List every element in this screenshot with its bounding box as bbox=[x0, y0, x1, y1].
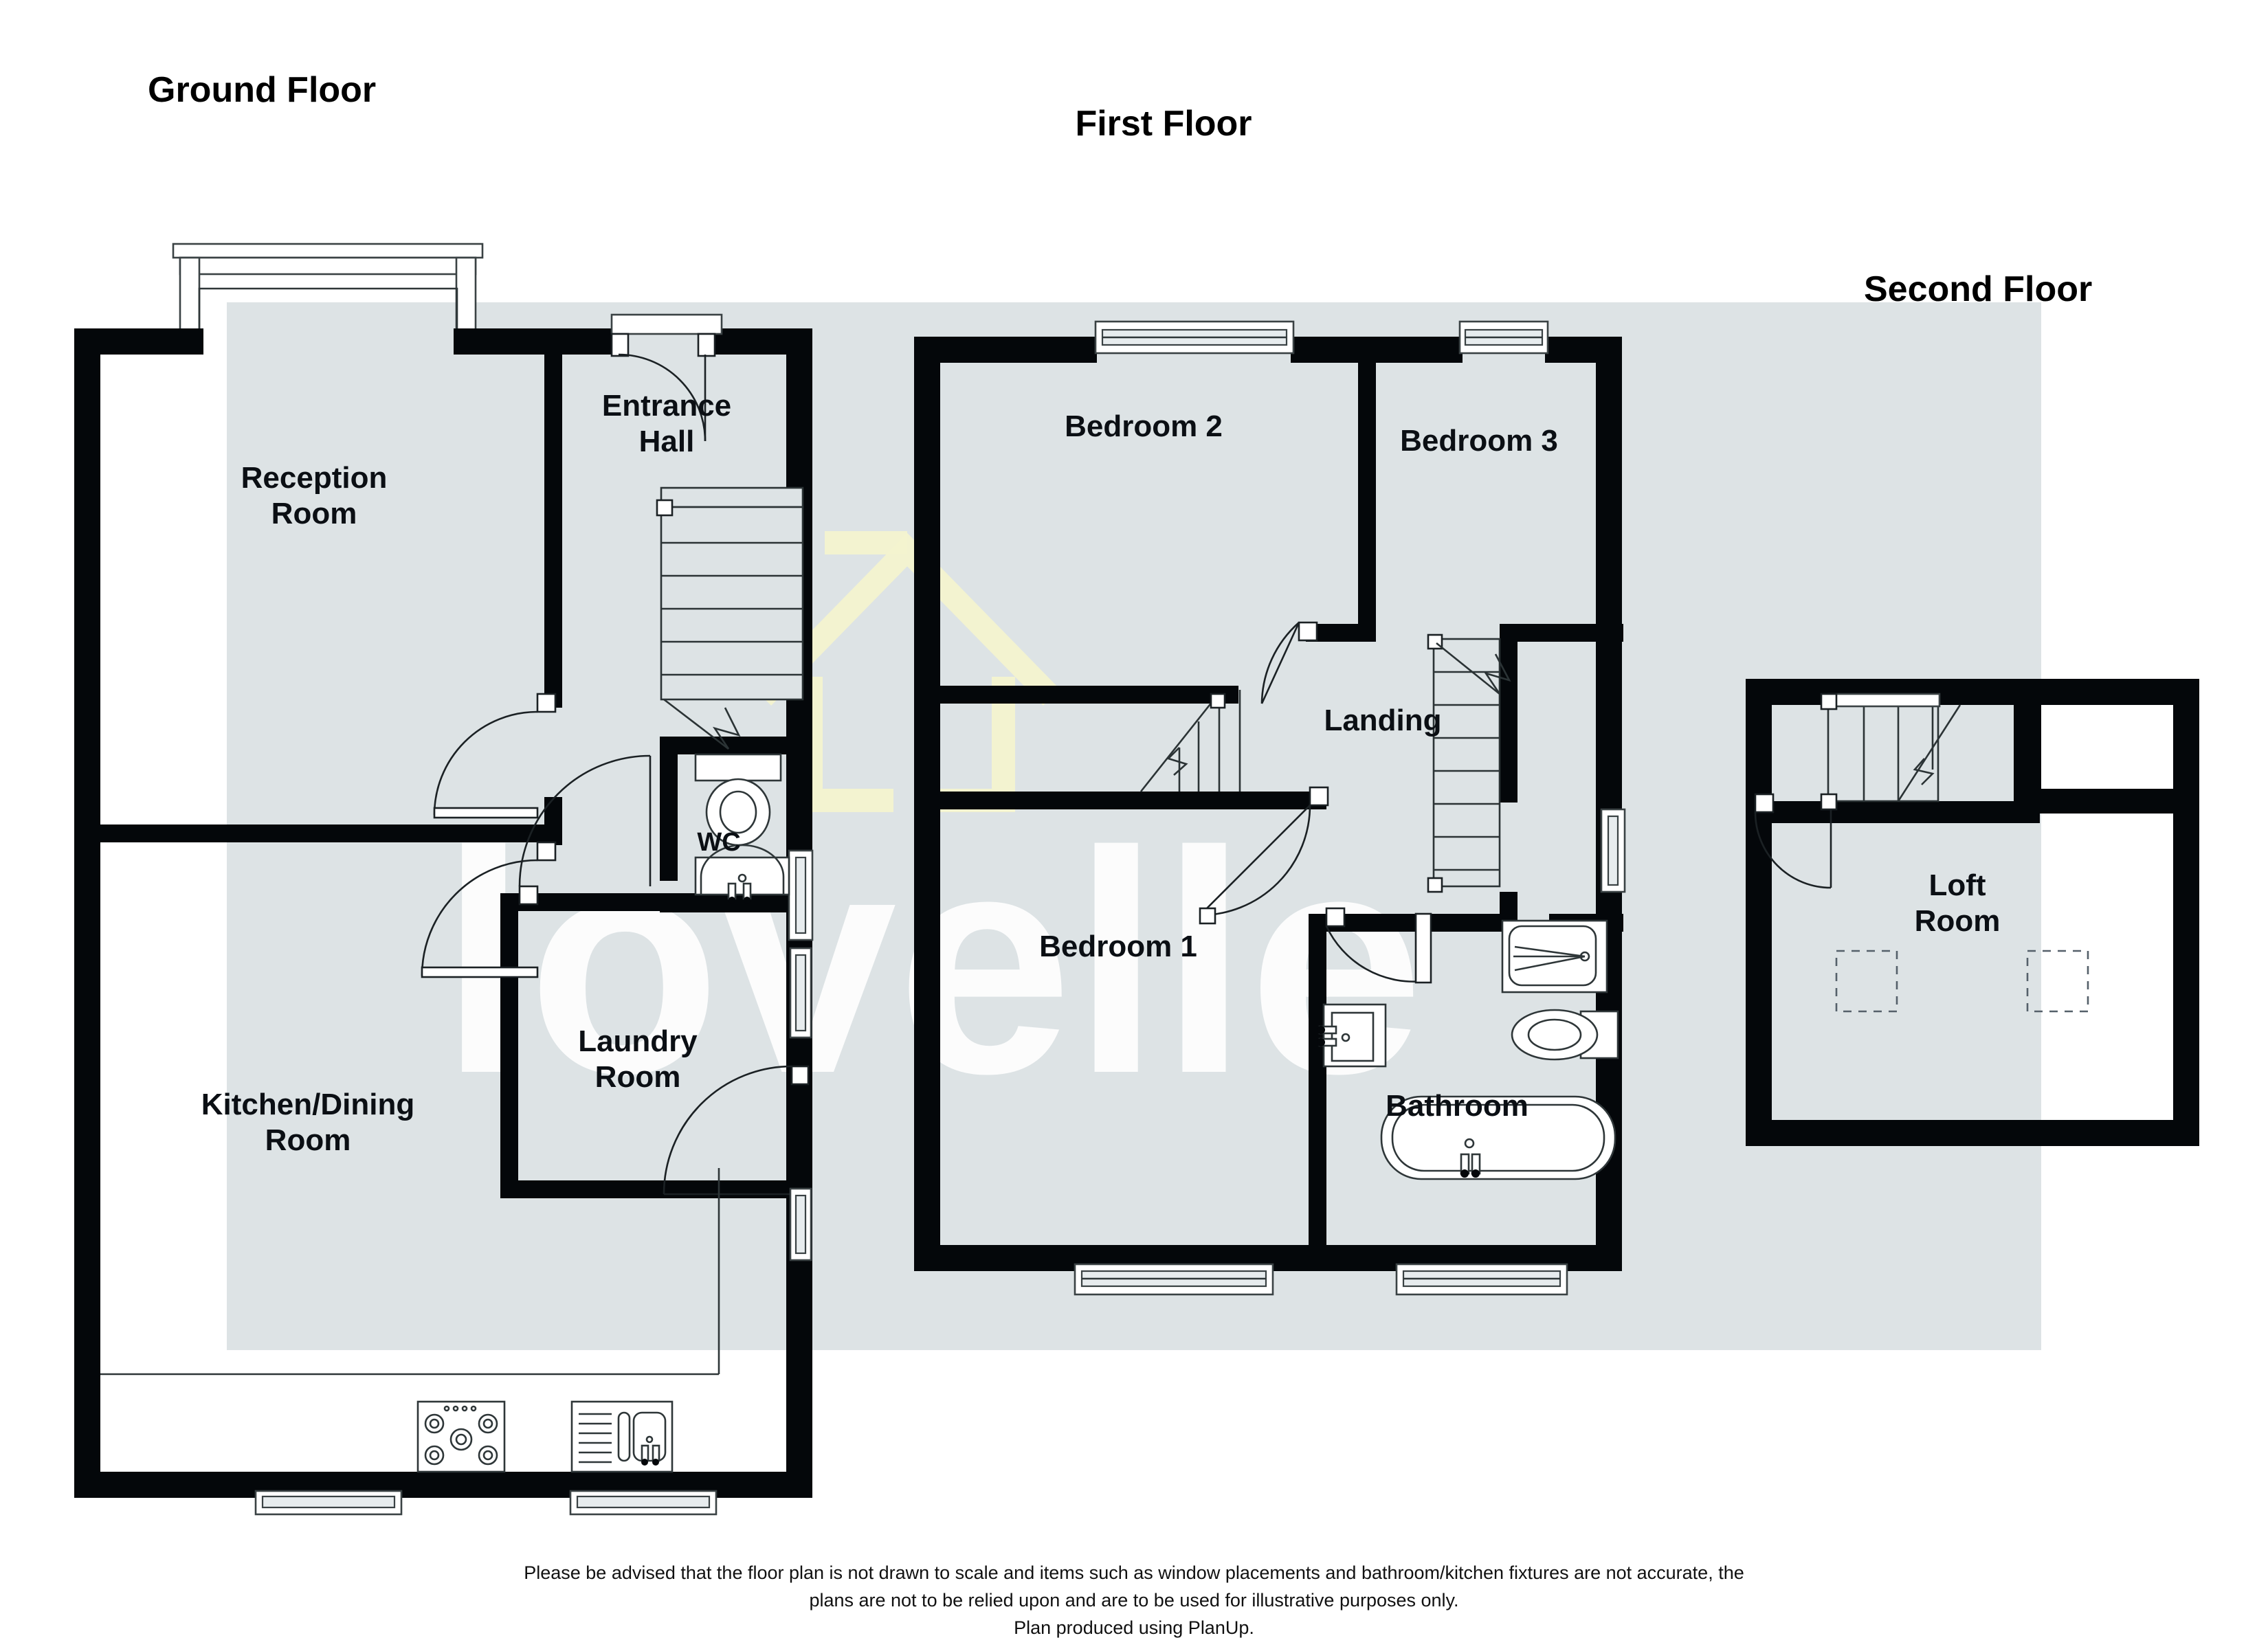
svg-text:Room: Room bbox=[265, 1123, 351, 1157]
kitchen-units-icon bbox=[100, 1168, 720, 1516]
kitchen-door-icon[interactable] bbox=[421, 841, 557, 978]
front-door-icon[interactable] bbox=[610, 313, 723, 442]
svg-text:Bedroom 2: Bedroom 2 bbox=[1065, 410, 1223, 443]
floor-title-second: Second Floor bbox=[1864, 269, 2092, 309]
svg-text:Bedroom 1: Bedroom 1 bbox=[1039, 930, 1197, 963]
eaves-storage-icon bbox=[1835, 950, 2089, 1013]
landing-staircase-icon bbox=[1427, 633, 1511, 893]
landing-window-icon bbox=[1600, 808, 1626, 893]
wc-toilet-icon bbox=[694, 753, 782, 846]
ground-floor-plan bbox=[74, 243, 814, 1516]
toilet-icon bbox=[1317, 1003, 1387, 1068]
svg-text:Bedroom 3: Bedroom 3 bbox=[1400, 424, 1558, 458]
bath-icon bbox=[1380, 1095, 1616, 1180]
room-label-landing: Landing bbox=[1324, 704, 1441, 737]
room-labels: Reception Room Entrance Hall WC Laundry … bbox=[201, 389, 2001, 1157]
room-label-wc: WC bbox=[697, 828, 740, 857]
svg-text:Landing: Landing bbox=[1324, 704, 1441, 737]
bathroom-window-icon bbox=[1395, 1263, 1568, 1296]
svg-text:Room: Room bbox=[271, 497, 357, 530]
svg-text:Entrance: Entrance bbox=[602, 389, 731, 423]
room-label-bedroom-2: Bedroom 2 bbox=[1065, 410, 1223, 443]
reception-door-upper-icon[interactable] bbox=[433, 693, 557, 819]
second-floor-plan bbox=[1746, 679, 2199, 1146]
room-label-bathroom: Bathroom bbox=[1386, 1089, 1528, 1123]
svg-text:Loft: Loft bbox=[1928, 868, 1986, 902]
svg-text:Room: Room bbox=[1915, 904, 2001, 938]
room-label-laundry-room: Laundry Room bbox=[578, 1024, 698, 1094]
svg-text:Laundry: Laundry bbox=[578, 1024, 698, 1058]
svg-text:Kitchen/Dining: Kitchen/Dining bbox=[201, 1088, 414, 1121]
bedroom1-door-icon[interactable] bbox=[1199, 786, 1329, 925]
svg-text:Room: Room bbox=[595, 1060, 681, 1094]
svg-text:WC: WC bbox=[697, 828, 740, 857]
kitchen-window-icon bbox=[254, 1490, 718, 1516]
svg-text:Reception: Reception bbox=[241, 461, 388, 495]
hob-icon bbox=[416, 1400, 506, 1473]
wc-basin-icon bbox=[694, 844, 790, 904]
room-label-entrance-hall: Entrance Hall bbox=[602, 389, 731, 458]
floor-title-first: First Floor bbox=[1075, 104, 1252, 144]
first-floor-plan bbox=[914, 320, 1626, 1296]
second-floor-walls bbox=[1746, 679, 2199, 1146]
floor-titles: Ground Floor First Floor Second Floor bbox=[148, 70, 2092, 309]
svg-text:Bathroom: Bathroom bbox=[1386, 1089, 1528, 1123]
bedroom2-door-icon[interactable] bbox=[1260, 621, 1318, 704]
room-label-bedroom-3: Bedroom 3 bbox=[1400, 424, 1558, 458]
wc-window-icon bbox=[788, 849, 814, 941]
room-label-reception-room: Reception Room bbox=[241, 461, 388, 530]
bedroom3-window-icon bbox=[1458, 320, 1549, 355]
staircase-icon bbox=[656, 486, 804, 750]
disclaimer: Please be advised that the floor plan is… bbox=[524, 1562, 1744, 1638]
disclaimer-line-3: Plan produced using PlanUp. bbox=[1014, 1617, 1254, 1638]
sink-icon bbox=[570, 1400, 674, 1473]
room-label-bedroom-1: Bedroom 1 bbox=[1039, 930, 1197, 963]
loft-door-icon[interactable] bbox=[1754, 793, 1832, 889]
bathroom-door-icon[interactable] bbox=[1325, 907, 1432, 984]
loft-staircase-icon bbox=[1820, 693, 1961, 811]
svg-text:Hall: Hall bbox=[639, 425, 695, 458]
bedroom1-window-icon bbox=[1074, 1263, 1274, 1296]
floor-title-ground: Ground Floor bbox=[148, 70, 376, 110]
bedroom2-window-icon bbox=[1094, 320, 1295, 355]
room-label-kitchen-dining-room: Kitchen/Dining Room bbox=[201, 1088, 414, 1157]
disclaimer-line-1: Please be advised that the floor plan is… bbox=[524, 1562, 1744, 1583]
room-label-loft-room: Loft Room bbox=[1915, 868, 2001, 938]
shower-icon bbox=[1501, 919, 1608, 994]
laundry-external-door-icon[interactable] bbox=[663, 947, 812, 1261]
wash-basin-icon bbox=[1511, 1009, 1619, 1061]
laundry-door-icon[interactable] bbox=[518, 754, 652, 906]
landing-stair-down-icon bbox=[1139, 690, 1241, 792]
disclaimer-line-2: plans are not to be relied upon and are … bbox=[809, 1590, 1458, 1611]
